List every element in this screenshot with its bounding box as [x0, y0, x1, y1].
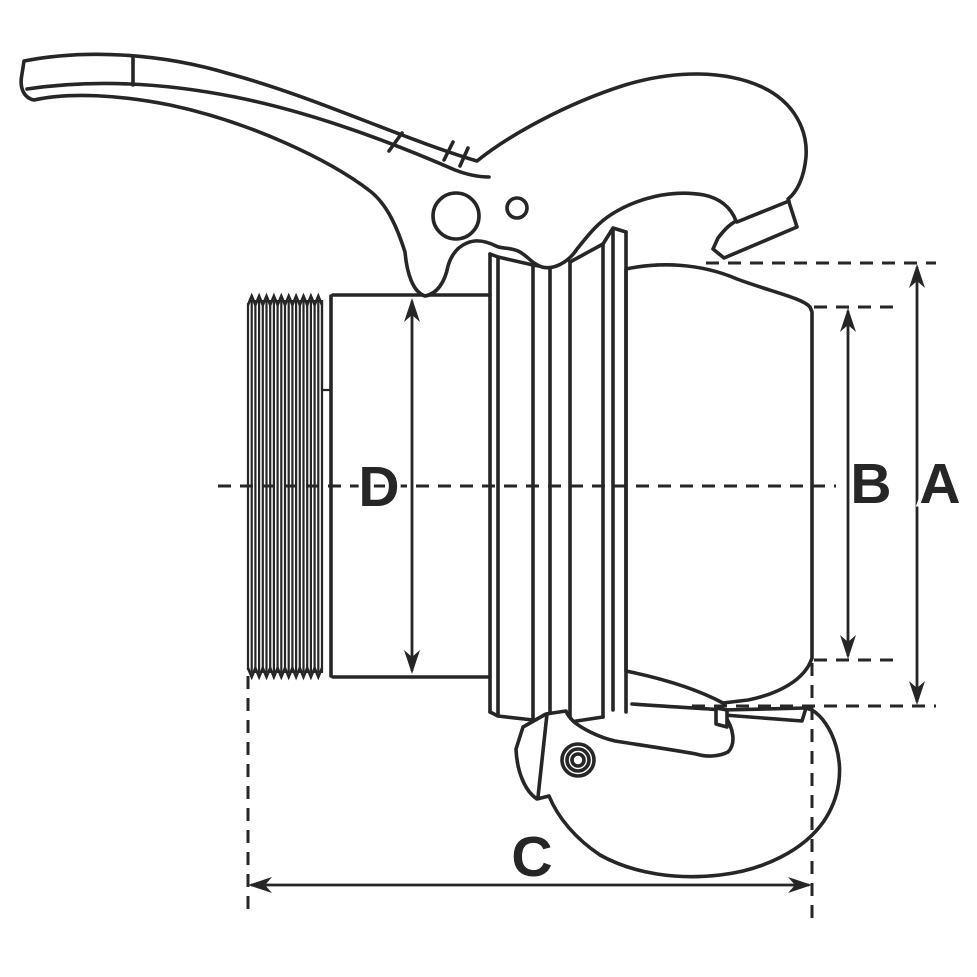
- latch-pivot-ring-inner: [570, 752, 586, 768]
- lever-pivot-hole: [431, 191, 481, 241]
- lever-outline: [19, 52, 808, 298]
- flange-plate-edges: [488, 226, 628, 724]
- dimension-b: B: [840, 308, 895, 659]
- latch-bracket-fold: [536, 712, 549, 799]
- body-outline: [624, 263, 814, 705]
- extension-lines: [218, 261, 936, 918]
- drop-latch: [514, 706, 842, 879]
- arrowhead-a-up: [909, 264, 925, 288]
- lever-inner-ridge: [25, 81, 491, 179]
- cam-follower-tab: [714, 706, 729, 729]
- lever-band-ticks: [131, 56, 470, 168]
- latch-outline: [514, 706, 842, 879]
- coupling-body: [624, 263, 814, 712]
- arrowhead-c-left: [248, 877, 272, 893]
- arrowhead-c-right: [788, 877, 812, 893]
- dimension-label-d: D: [358, 455, 399, 519]
- cam-lever: [19, 52, 808, 298]
- dimension-d: D: [355, 298, 420, 674]
- flange-plate-lines: [488, 228, 628, 724]
- cam-hook-facet-line: [735, 199, 791, 224]
- arrowhead-d-down: [404, 650, 420, 674]
- latch-pivot-ring-middle: [565, 747, 591, 773]
- dimension-label-b: B: [850, 452, 891, 516]
- dimension-label-c: C: [511, 825, 552, 889]
- arrowhead-a-down: [909, 681, 925, 705]
- arrowhead-b-down: [840, 635, 856, 659]
- dimension-label-a: A: [919, 452, 960, 516]
- dimension-a: A: [909, 264, 964, 705]
- dimension-c: C: [248, 822, 812, 893]
- lever-pin-hole: [505, 196, 529, 220]
- arrowhead-d-up: [404, 298, 420, 322]
- collar-flange: [488, 226, 628, 724]
- thread-runout-step: [320, 301, 331, 392]
- arrowhead-b-up: [840, 308, 856, 332]
- latch-pivot-ring-outer: [560, 742, 596, 778]
